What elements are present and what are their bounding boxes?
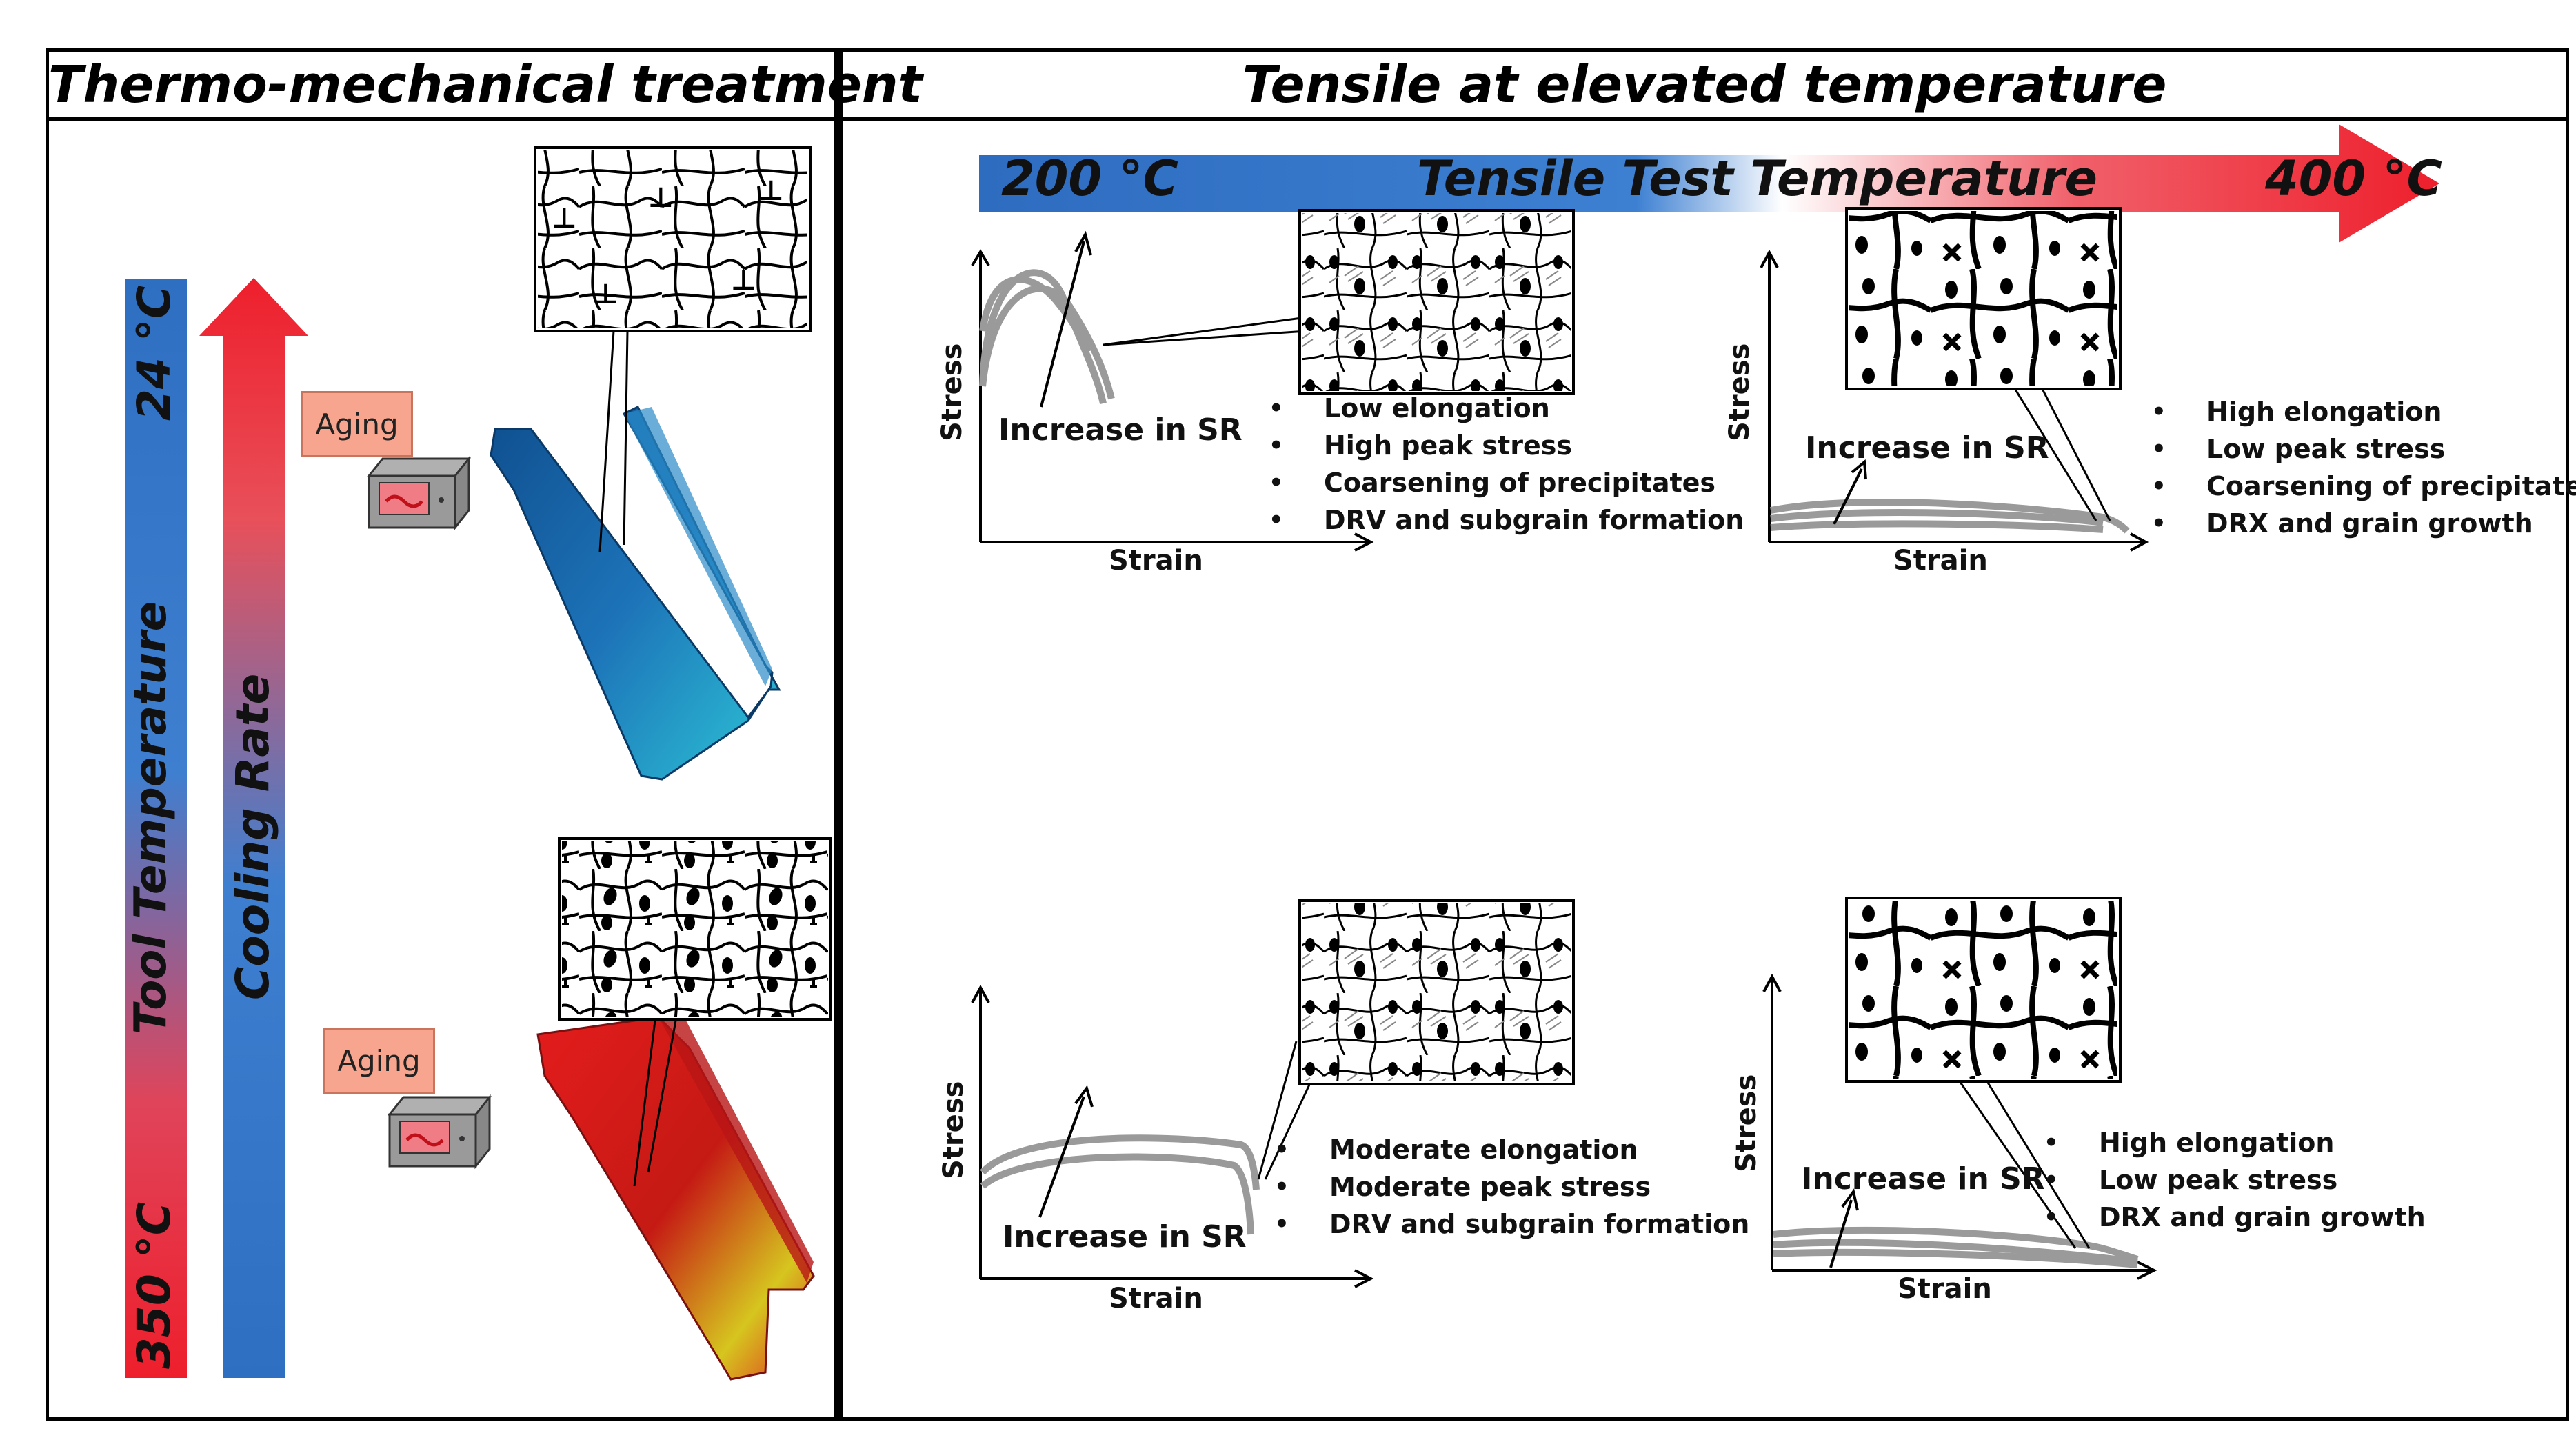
plot-top-right-ylabel: Stress: [1724, 343, 1755, 441]
plot-bottom-left-xlabel: Strain: [1109, 1283, 1203, 1314]
furnace-icon-lower: [387, 1094, 492, 1170]
temperature-arrow-label: Tensile Test Temperature: [1417, 150, 2098, 207]
plot-bottom-right-annotation: Increase in SR: [1801, 1161, 2045, 1197]
svg-text:⊥: ⊥: [758, 175, 784, 207]
plot-top-left-ylabel: Stress: [936, 343, 968, 441]
aging-label-upper: Aging: [301, 391, 413, 457]
right-panel-title: Tensile at elevated temperature: [1242, 55, 2167, 114]
bullet-item: DRX and grain growth: [2151, 505, 2576, 542]
temperature-end-label: 400 °C: [2265, 150, 2442, 207]
plot-bottom-left-ylabel: Stress: [938, 1081, 969, 1179]
micrograph-bottom-right: [1845, 897, 2122, 1083]
temperature-start-label: 200 °C: [1001, 150, 1178, 207]
red-channel-part: [536, 1016, 815, 1381]
bullet-item: Moderate elongation: [1274, 1131, 1749, 1168]
bullet-item: DRV and subgrain formation: [1269, 501, 1744, 539]
plot-bottom-left: [971, 984, 1374, 1288]
micrograph-top-left: [1298, 209, 1575, 395]
plot-top-right: [1760, 249, 2149, 552]
plot-bottom-left-bullets: Moderate elongation Moderate peak stress…: [1274, 1131, 1749, 1243]
right-header-divider: [840, 117, 2569, 121]
plot-top-right-bullets: High elongation Low peak stress Coarseni…: [2151, 393, 2576, 542]
left-header-divider: [46, 117, 840, 121]
plot-bottom-right-bullets: High elongation Low peak stress DRX and …: [2044, 1124, 2426, 1236]
plot-top-right-xlabel: Strain: [1893, 545, 1988, 577]
plot-top-left-annotation: Increase in SR: [998, 412, 1242, 448]
tool-temperature-bottom-value: 350 °C: [128, 1201, 181, 1369]
blue-channel-part: [490, 405, 781, 781]
furnace-icon-upper: [366, 455, 472, 531]
panel-gap: [834, 48, 837, 1421]
svg-text:⊥: ⊥: [731, 265, 756, 297]
bullet-item: Moderate peak stress: [1274, 1168, 1749, 1205]
bullet-item: High peak stress: [1269, 427, 1744, 464]
svg-text:⊥: ⊥: [552, 203, 577, 234]
plot-top-right-annotation: Increase in SR: [1805, 430, 2049, 466]
bullet-item: DRV and subgrain formation: [1274, 1205, 1749, 1243]
bullet-item: Low elongation: [1269, 390, 1744, 427]
micrograph-left-upper: ⊥ ⊥ ⊥ ⊥ ⊥: [534, 146, 812, 332]
plot-top-left-bullets: Low elongation High peak stress Coarseni…: [1269, 390, 1744, 539]
tool-temperature-label: Tool Temperature: [125, 601, 177, 1034]
micrograph-bottom-left: [1298, 899, 1575, 1085]
cooling-rate-arrow: [199, 278, 308, 1378]
plot-bottom-right: [1762, 973, 2157, 1280]
bullet-item: DRX and grain growth: [2044, 1199, 2426, 1236]
bullet-item: Low peak stress: [2151, 430, 2576, 468]
left-panel: [46, 48, 840, 1421]
svg-text:⊥: ⊥: [593, 279, 618, 310]
micrograph-left-lower: [558, 837, 832, 1021]
tool-temperature-top-value: 24 °C: [128, 285, 181, 421]
bullet-item: High elongation: [2151, 393, 2576, 430]
cooling-rate-label: Cooling Rate: [226, 673, 279, 1000]
bullet-item: Low peak stress: [2044, 1161, 2426, 1199]
plot-bottom-right-xlabel: Strain: [1898, 1273, 1992, 1305]
left-panel-title: Thermo-mechanical treatment: [48, 55, 923, 114]
bullet-item: High elongation: [2044, 1124, 2426, 1161]
temperature-arrow: [979, 124, 2439, 243]
plot-top-left-xlabel: Strain: [1109, 545, 1203, 577]
aging-label-lower: Aging: [323, 1028, 435, 1094]
plot-top-left: [971, 230, 1374, 552]
bullet-item: Coarsening of precipitates: [1269, 464, 1744, 501]
micrograph-top-right: [1845, 207, 2122, 390]
svg-text:⊥: ⊥: [648, 182, 674, 214]
tool-temperature-bar: [125, 279, 187, 1378]
plot-bottom-right-ylabel: Stress: [1731, 1074, 1762, 1172]
bullet-item: Coarsening of precipitates: [2151, 468, 2576, 505]
right-panel: [840, 48, 2569, 1421]
plot-bottom-left-annotation: Increase in SR: [1003, 1219, 1247, 1254]
